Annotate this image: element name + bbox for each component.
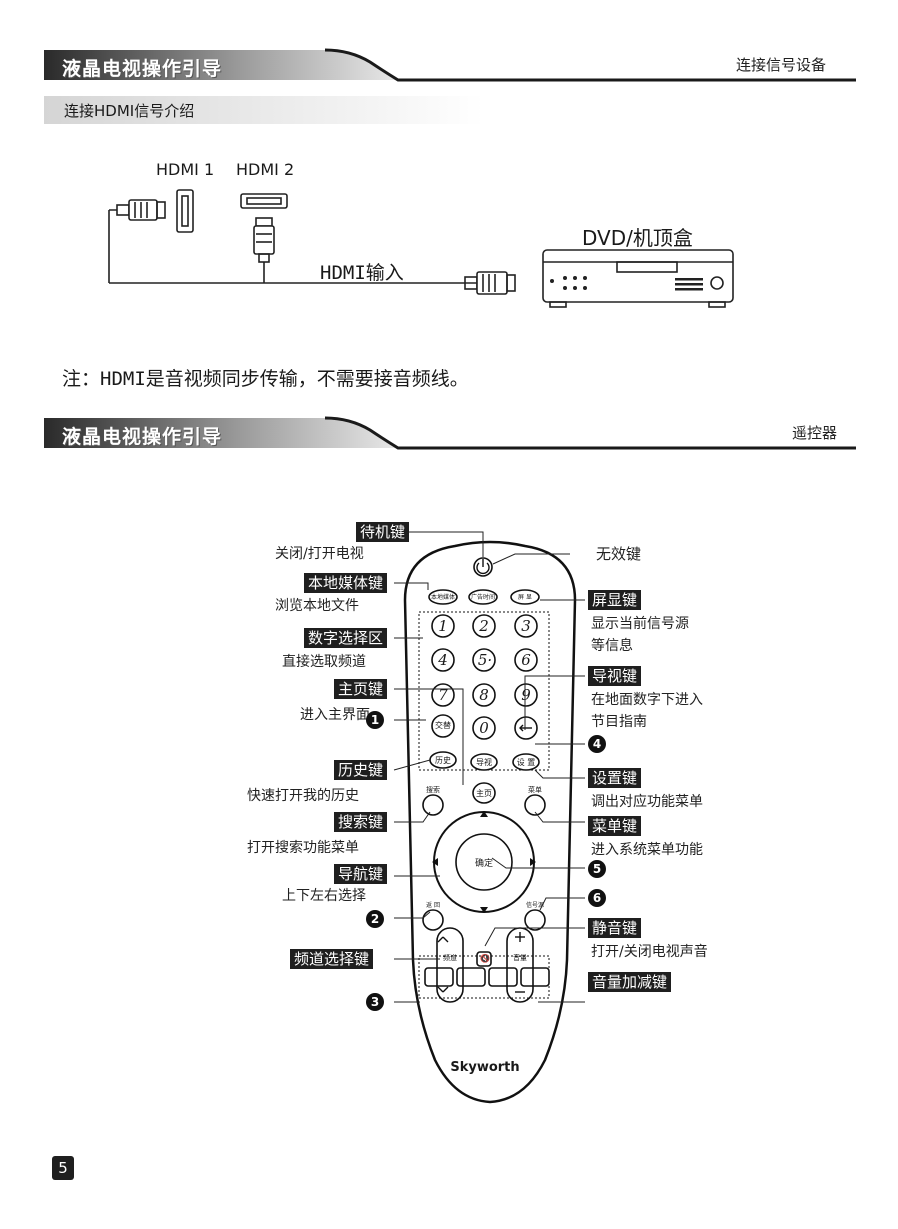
callout-guide-title: 导视键 (588, 666, 642, 686)
callout-display-desc1: 显示当前信号源 (591, 616, 689, 632)
callout-guide-desc1: 在地面数字下进入 (591, 692, 703, 708)
hdmi-input-label: HDMI输入 (320, 262, 404, 284)
subsection-title: 连接HDMI信号介绍 (64, 102, 195, 120)
callout-standby-desc: 关闭/打开电视 (275, 546, 364, 562)
ad-button[interactable]: 广告时间 (470, 594, 495, 601)
digit-2-button[interactable]: 2 (479, 617, 489, 635)
device-label: DVD/机顶盒 (582, 226, 693, 250)
home-button[interactable]: 主页 (476, 789, 492, 798)
hdmi2-label: HDMI 2 (236, 160, 295, 179)
callout-settings-desc: 调出对应功能菜单 (591, 794, 703, 810)
brand-logo: Skyworth (450, 1060, 520, 1075)
header-bar-1 (44, 48, 856, 88)
callout-digits-desc: 直接选取频道 (282, 654, 366, 670)
digit-6-button[interactable]: 6 (521, 651, 531, 669)
display-button[interactable]: 屏 显 (518, 594, 532, 601)
callout-home-desc: 进入主界面 (300, 707, 370, 723)
hdmi-diagram (108, 189, 734, 308)
menu-button[interactable]: 菜单 (528, 786, 542, 794)
callout-search-desc: 打开搜索功能菜单 (247, 840, 359, 856)
callout-history-title: 历史键 (334, 760, 388, 780)
digit-0-button[interactable]: 0 (479, 719, 489, 737)
digit-4-button[interactable]: 4 (438, 651, 448, 669)
callout-channel-title: 频道选择键 (290, 949, 374, 969)
channel-button[interactable]: 频道 (443, 954, 457, 962)
volume-button[interactable]: 音量 (513, 954, 527, 962)
hdmi1-label: HDMI 1 (156, 160, 215, 179)
section-subtitle-2: 遥控器 (792, 424, 838, 442)
digit-9-button[interactable]: 9 (521, 686, 531, 704)
callout-number-6: 6 (588, 889, 606, 907)
remote-control (403, 540, 577, 1104)
header-bar-2 (44, 416, 856, 450)
callout-mute-title: 静音键 (588, 918, 642, 938)
digit-7-button[interactable]: 7 (438, 686, 448, 704)
callout-home-title: 主页键 (334, 679, 388, 699)
digit-3-button[interactable]: 3 (521, 617, 531, 635)
ok-button[interactable]: 确定 (474, 859, 493, 869)
callout-display-desc2: 等信息 (591, 638, 633, 654)
callout-number-3: 3 (366, 993, 384, 1011)
digit-1-button[interactable]: 1 (438, 617, 448, 635)
callout-media-desc: 浏览本地文件 (275, 598, 359, 614)
callout-settings-title: 设置键 (588, 768, 642, 788)
history-button[interactable]: 历史 (435, 756, 451, 765)
callout-search-title: 搜索键 (334, 812, 388, 832)
subsection-bar (44, 96, 484, 124)
digit-8-button[interactable]: 8 (479, 686, 489, 704)
callout-number-2: 2 (366, 910, 384, 928)
callout-number-5: 5 (588, 860, 606, 878)
settings-button[interactable]: 设 置 (516, 758, 536, 767)
guide-button[interactable]: 导视 (476, 758, 492, 767)
callout-number-4: 4 (588, 735, 606, 753)
callout-nav-title: 导航键 (334, 864, 388, 884)
back-button[interactable]: 返 回 (426, 902, 440, 909)
callout-guide-desc2: 节目指南 (591, 714, 647, 730)
section-title-2: 液晶电视操作引导 (62, 426, 223, 448)
callout-digits-title: 数字选择区 (304, 628, 388, 648)
callout-standby-title: 待机键 (356, 522, 410, 542)
note: 注：HDMI是音视频同步传输，不需要接音频线。 (62, 368, 469, 390)
swap-button[interactable]: 交替 (435, 721, 451, 730)
callout-volume-title: 音量加减键 (588, 972, 672, 992)
callout-media-title: 本地媒体键 (304, 573, 388, 593)
mute-icon[interactable]: 🔇 (480, 954, 490, 963)
media-button[interactable]: 本地媒体 (430, 594, 455, 601)
callout-number-1: 1 (366, 711, 384, 729)
callout-history-desc: 快速打开我的历史 (247, 788, 359, 804)
callout-invalid-title: 无效键 (596, 545, 642, 563)
source-button[interactable]: 信号源 (525, 902, 544, 909)
page-number: 5 (52, 1156, 74, 1180)
callout-nav-desc: 上下左右选择 (282, 888, 366, 904)
callout-menu-desc: 进入系统菜单功能 (591, 842, 703, 858)
section-subtitle-1: 连接信号设备 (736, 56, 827, 74)
section-title-1: 液晶电视操作引导 (62, 58, 223, 80)
search-button[interactable]: 搜索 (426, 786, 440, 794)
callout-mute-desc: 打开/关闭电视声音 (591, 944, 708, 960)
callout-display-title: 屏显键 (588, 590, 642, 610)
callout-menu-title: 菜单键 (588, 816, 642, 836)
digit-5-button[interactable]: 5· (477, 651, 493, 669)
